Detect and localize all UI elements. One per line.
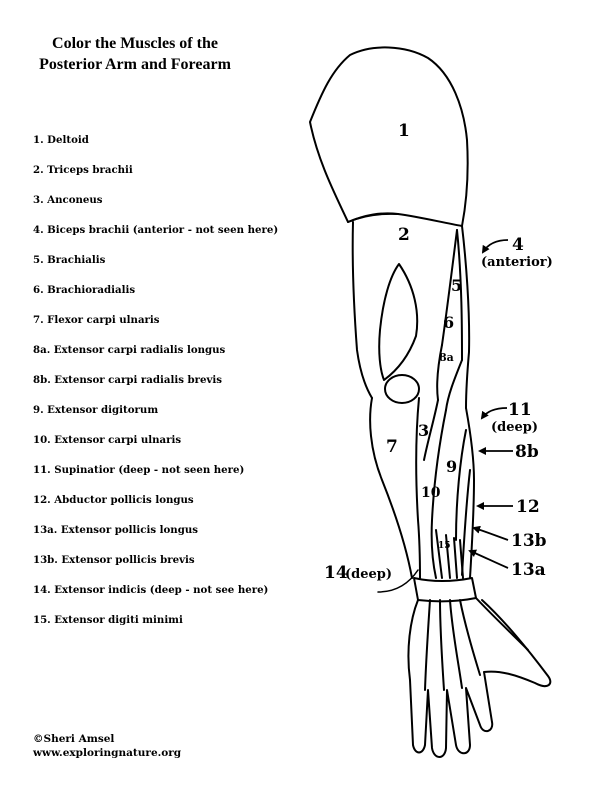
legend-item: 2. Triceps brachii [33, 164, 133, 176]
label-15: 15 [438, 541, 451, 551]
muscle-legend: 1. Deltoid 2. Triceps brachii 3. Anconeu… [33, 133, 278, 643]
legend-item: 9. Extensor digitorum [33, 404, 159, 416]
title-line-1: Color the Muscles of the [52, 35, 218, 52]
legend-item: 1. Deltoid [33, 134, 89, 146]
tendon-line [459, 539, 464, 579]
tendon-line [435, 529, 443, 579]
label-6: 6 [443, 313, 454, 332]
legend-item: 14. Extensor indicis (deep - not see her… [33, 584, 269, 596]
worksheet-title: Color the Muscles of the Posterior Arm a… [20, 33, 250, 75]
legend-item: 7. Flexor carpi ulnaris [33, 314, 160, 326]
legend-item: 8b. Extensor carpi radialis brevis [33, 374, 222, 386]
arrow-4-icon [481, 239, 509, 254]
credit-block: ©Sheri Amsel www.exploringnature.org [33, 732, 181, 760]
label-13b: 13b [511, 531, 547, 551]
label-2: 2 [398, 225, 410, 245]
label-14: 14 [324, 563, 348, 583]
legend-item: 12. Abductor pollicis longus [33, 494, 194, 506]
tendon-line [453, 537, 458, 579]
extensor-digitorum-boundary [455, 429, 467, 541]
legend-item: 3. Anconeus [33, 194, 103, 206]
upper-arm-medial-edge [461, 225, 471, 409]
wrist-retinaculum [413, 577, 477, 603]
hand-tendon [459, 599, 481, 676]
deltoid-outline [309, 46, 469, 227]
label-8a: 8a [439, 351, 454, 364]
hand-tendon [475, 597, 529, 651]
label-11: 11 [508, 400, 532, 420]
olecranon-outline [384, 374, 420, 404]
deltoid-lower-edge [347, 212, 399, 223]
ecrl-boundary [445, 359, 463, 411]
brachialis-lower-boundary [456, 229, 463, 361]
label-11-sub: (deep) [491, 420, 538, 435]
label-4-sub: (anterior) [481, 255, 553, 270]
label-7: 7 [386, 437, 398, 457]
label-8b: 8b [515, 442, 539, 462]
label-13a: 13a [511, 560, 546, 580]
arrow-13a-icon [468, 549, 509, 569]
hand-tendon [449, 599, 463, 689]
legend-item: 13a. Extensor pollicis longus [33, 524, 198, 536]
brachioradialis-boundary [436, 344, 443, 401]
label-12: 12 [516, 497, 540, 517]
arrow-11-icon [480, 407, 508, 420]
leader-line-14 [377, 569, 419, 593]
ecu-boundary [430, 409, 447, 579]
triceps-tendon [378, 263, 419, 381]
label-9: 9 [446, 457, 457, 476]
hand-outline [407, 599, 552, 758]
legend-item: 10. Extensor carpi ulnaris [33, 434, 182, 446]
arrow-13b-icon [472, 525, 509, 541]
label-4: 4 [512, 235, 524, 255]
anconeus-boundary [423, 399, 439, 461]
hand-tendon [439, 599, 445, 691]
label-3: 3 [418, 421, 429, 440]
credit-website: www.exploringnature.org [33, 747, 182, 759]
hand-tendon [424, 599, 431, 691]
label-14-sub: (deep) [345, 567, 392, 582]
upper-arm-lateral-edge [351, 221, 373, 399]
title-line-2: Posterior Arm and Forearm [39, 56, 231, 73]
label-10: 10 [421, 485, 441, 501]
brachialis-boundary [441, 229, 458, 346]
apl-boundary [461, 469, 471, 576]
legend-item: 4. Biceps brachii (anterior - not seen h… [33, 224, 279, 236]
legend-item: 13b. Extensor pollicis brevis [33, 554, 195, 566]
forearm-ulnar-edge [369, 397, 413, 579]
label-1: 1 [398, 121, 410, 141]
label-5: 5 [451, 276, 462, 295]
legend-item: 8a. Extensor carpi radialis longus [33, 344, 226, 356]
fcu-boundary [415, 397, 421, 579]
legend-item: 5. Brachialis [33, 254, 106, 266]
credit-author: ©Sheri Amsel [33, 733, 115, 745]
legend-item: 15. Extensor digiti minimi [33, 614, 183, 626]
legend-item: 6. Brachioradialis [33, 284, 136, 296]
tendon-line [445, 534, 451, 579]
legend-item: 11. Supinatior (deep - not seen here) [33, 464, 245, 476]
